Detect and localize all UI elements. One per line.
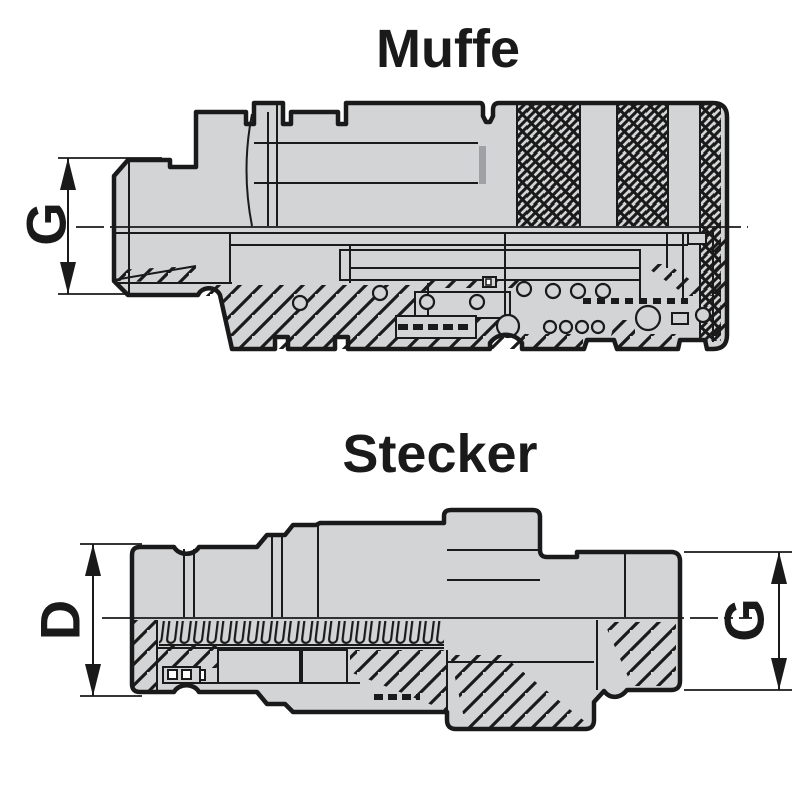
arrow-down: [771, 658, 787, 690]
arrow-up: [60, 158, 76, 190]
muffe-joint-shading: [479, 146, 486, 184]
stecker-outline: [129, 507, 683, 732]
muffe-knurl-bands: [516, 105, 721, 341]
muffe-g-label: G: [15, 202, 78, 246]
stecker-section-hatching: [134, 620, 676, 727]
muffe-dimension-g: G: [15, 157, 162, 295]
stecker-internal-lines: [133, 523, 680, 711]
stecker-drawing: Stecker: [29, 424, 792, 732]
knurl-band-1: [517, 105, 580, 226]
arrow-down: [85, 664, 101, 696]
stecker-dimension-d: D: [29, 543, 142, 697]
muffe-locking-balls: [291, 280, 712, 339]
muffe-outline: [111, 100, 730, 352]
arrow-up: [771, 552, 787, 584]
muffe-title: Muffe: [376, 19, 520, 79]
stecker-title: Stecker: [342, 424, 537, 484]
stecker-g-label: G: [713, 598, 776, 642]
arrow-up: [85, 544, 101, 576]
knurl-band-2: [617, 105, 668, 226]
stecker-dimension-g: G: [684, 551, 792, 691]
arrow-down: [60, 262, 76, 294]
muffe-internal-lines: [113, 105, 727, 342]
muffe-drawing: Muffe: [15, 19, 748, 352]
knurl-band-3: [700, 105, 721, 341]
stecker-d-label: D: [29, 600, 92, 640]
stecker-spring-ribs: [159, 619, 444, 645]
